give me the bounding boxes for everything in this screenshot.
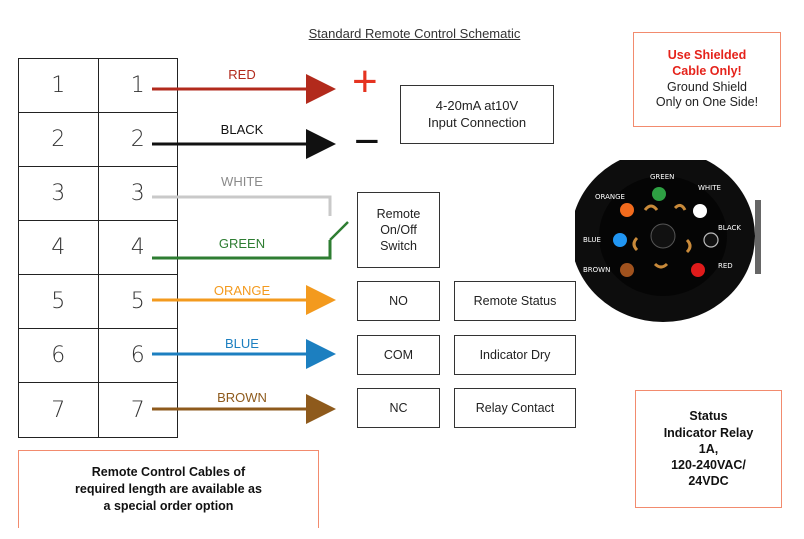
minus-symbol: − [354,117,380,166]
connector-pin-orange [620,203,634,217]
shield-note-line2: Cable Only! [672,63,742,78]
cables-note-line2: required length are available as [75,482,262,497]
input-connection-line2: Input Connection [427,114,527,130]
connector-label-black: BLACK [718,224,742,232]
terminal-left-2: 2 [19,113,99,166]
wire-label-blue: BLUE [225,336,259,351]
terminal-right-6: 6 [130,343,145,368]
terminal-left-6: 6 [19,329,99,382]
terminal-left-4: 4 [19,221,99,274]
connector-contacts [632,203,692,269]
terminal-right-7: 7 [130,397,145,423]
terminal-left-3: 3 [19,167,99,220]
terminal-left-5: 5 [19,275,99,328]
input-connection-line1: 4-20mA at10V [435,97,519,113]
connector-center [650,223,676,249]
connector-shell-edge [755,200,761,274]
connector-label-red: RED [718,262,733,270]
switch-line1: Remote [376,206,421,221]
connector-pin-red [691,263,705,277]
status-relay-note: Status Indicator Relay 1A, 120-240VAC/ 2… [635,390,782,508]
shield-note-line4: Only on One Side! [655,95,759,110]
relay-no-box: NO [357,281,440,321]
terminal-right-3: 3 [130,181,145,206]
wire-green [152,240,332,260]
wire-label-black: BLACK [220,122,264,137]
wire-label-red: RED [228,67,256,82]
relay-nc-box: NC [357,388,440,428]
connector-label-white: WHITE [698,184,721,192]
connector-pin-white [693,204,707,218]
terminal-right-4: 4 [130,235,145,260]
status-note-line3: 1A, [698,441,719,456]
terminal-right-5: 5 [130,289,145,314]
terminal-right-1: 1 [130,73,145,98]
wire-label-brown: BROWN [217,390,267,405]
shielded-cable-note: Use Shielded Cable Only! Ground Shield O… [633,32,781,127]
relay-desc-remote-status: Remote Status [454,281,576,321]
connector-label-orange: ORANGE [595,193,625,201]
cables-note: Remote Control Cables of required length… [18,450,319,528]
relay-desc-relay-contact: Relay Contact [454,388,576,428]
connector-pin-black [703,232,719,248]
status-note-line1: Status [689,409,728,424]
cables-note-line3: a special order option [103,498,234,513]
connector-pin-brown [620,263,634,277]
relay-desc-indicator-dry: Indicator Dry [454,335,576,375]
connector-label-brown: BROWN [583,266,611,274]
terminal-left-1: 1 [19,59,99,112]
shield-note-line3: Ground Shield [667,79,747,94]
connector-label-green: GREEN [650,173,675,181]
switch-line3: Switch [380,239,417,254]
cables-note-line1: Remote Control Cables of [91,465,246,480]
status-note-line5: 24VDC [688,474,729,489]
connector-pin-blue [613,233,627,247]
status-note-line4: 120-240VAC/ [671,458,746,473]
shield-note-line1: Use Shielded [667,48,747,63]
wire-label-green: GREEN [218,236,266,251]
wire-white [152,195,332,216]
wire-label-orange: ORANGE [213,283,271,298]
connector-label-blue: BLUE [583,236,601,244]
page-title: Standard Remote Control Schematic [308,26,521,41]
terminal-left-7: 7 [19,383,99,437]
status-note-line2: Indicator Relay [663,425,754,440]
plus-symbol: + [352,57,378,106]
relay-com-box: COM [357,335,440,375]
connector-pin-green [652,187,666,201]
connector-diagram [575,160,761,322]
terminal-right-2: 2 [130,127,145,152]
wire-label-white: WHITE [221,174,263,189]
switch-lever [329,221,349,241]
switch-line2: On/Off [380,222,417,237]
